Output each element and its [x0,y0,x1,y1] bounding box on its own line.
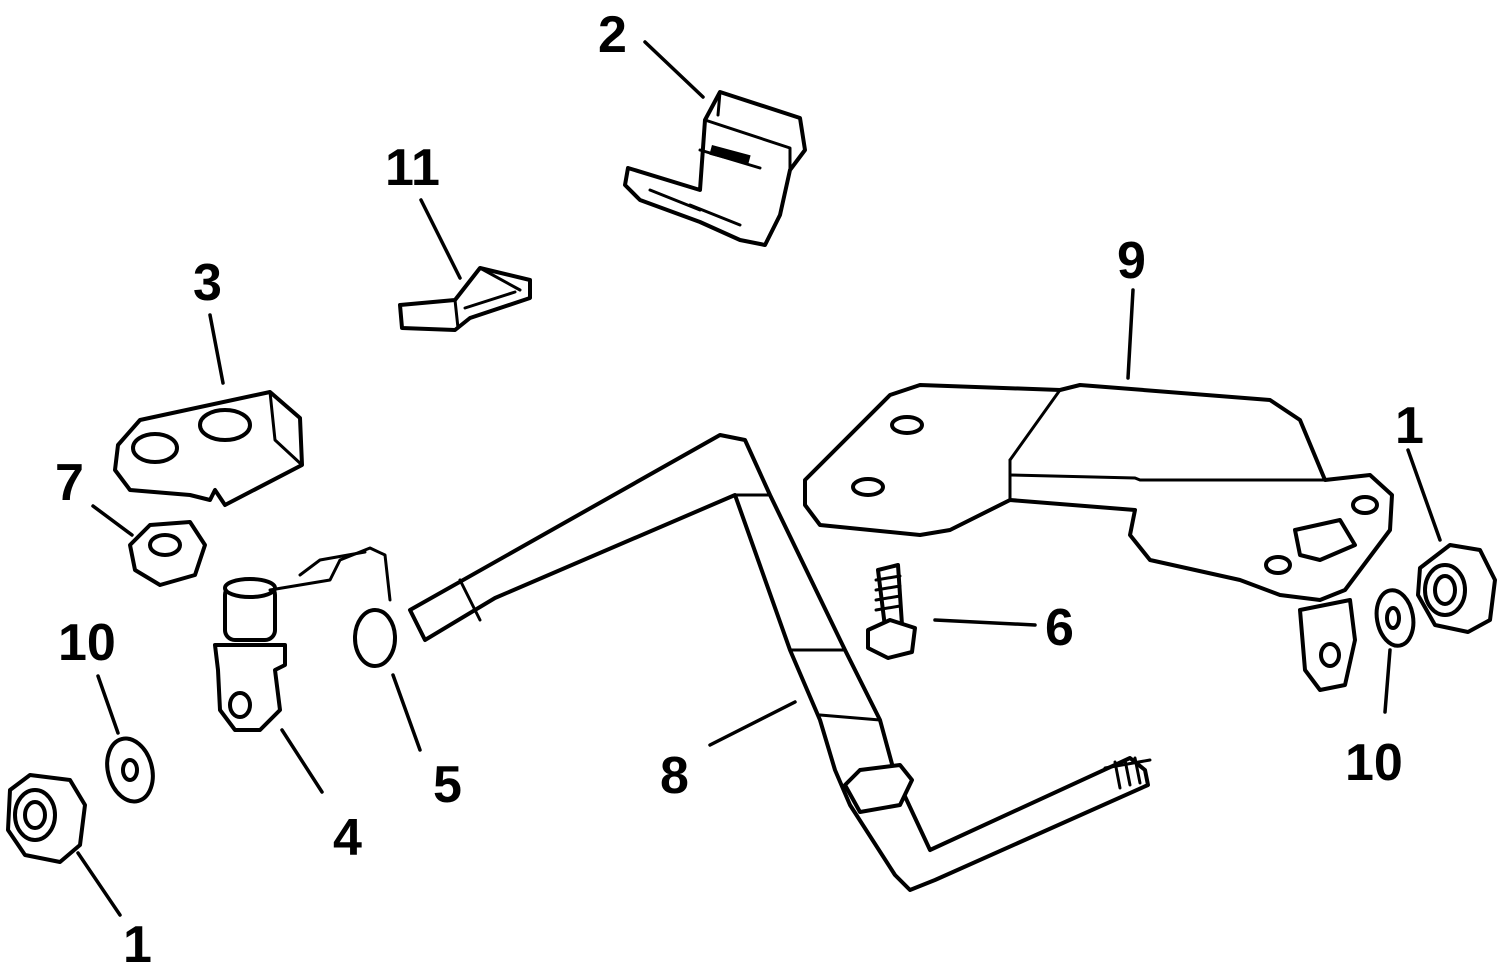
link-rod-part [408,433,1152,892]
callout-swivel: 4 [333,809,362,867]
leader-lines [76,40,1442,917]
spring-clip-part [268,546,397,668]
callout-link-rod: 8 [660,747,689,805]
clip-part [623,90,807,247]
callout-screw: 6 [1045,599,1074,657]
callout-lever-plate: 9 [1117,232,1146,290]
retainer-part [398,266,532,332]
right-nut-part [1416,543,1497,634]
lever-plate-part [803,383,1394,692]
right-washer-part [1374,588,1416,648]
callout-left-nut: 1 [123,916,152,974]
swivel-part [213,577,287,732]
callout-clip: 2 [598,6,627,64]
callout-labels: 2 11 3 7 9 1 10 5 4 6 8 1 10 [55,6,1424,974]
callout-small-nut: 7 [55,454,84,512]
callout-right-washer: 10 [1345,734,1403,792]
small-nut-part [128,520,207,587]
callout-spring-clip: 5 [433,756,462,814]
left-washer-part [105,736,155,804]
callout-retainer: 11 [385,139,440,197]
callout-bracket: 3 [193,254,222,312]
left-nut-part [6,773,87,864]
bracket-part [113,390,304,507]
callout-left-washer: 10 [58,614,116,672]
screw-part [866,563,917,660]
callout-right-nut: 1 [1395,397,1424,455]
